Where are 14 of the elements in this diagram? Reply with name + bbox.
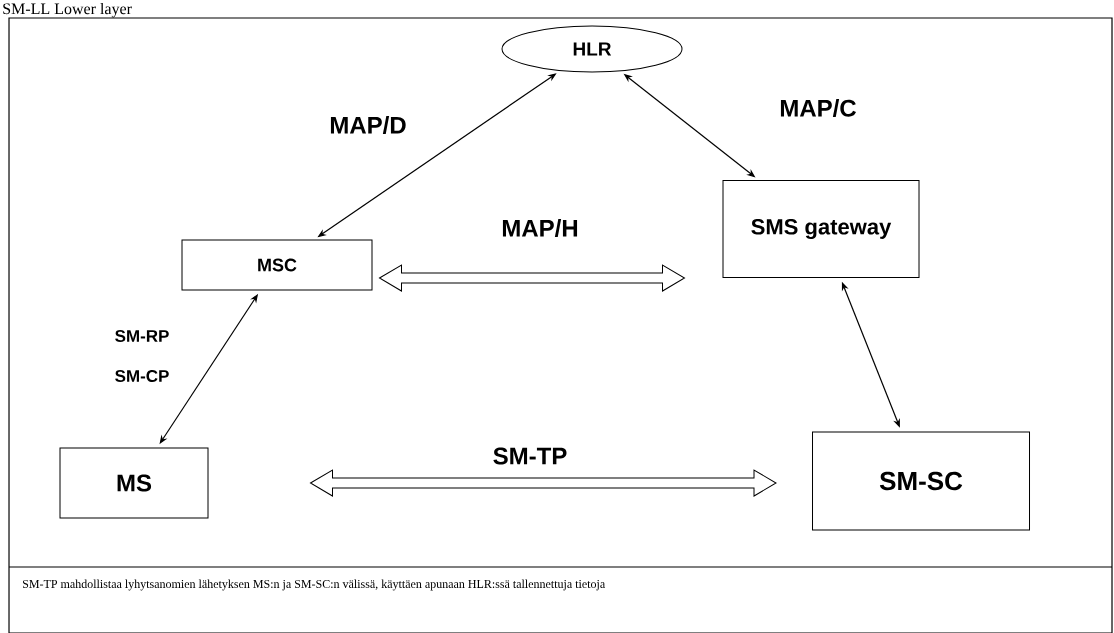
edge-label: MAP/C	[778, 98, 858, 118]
block-arrow	[379, 264, 685, 292]
network-box: MS	[59, 447, 209, 519]
network-box: SMS gateway	[722, 180, 920, 278]
edge-label: MAP/H	[500, 218, 580, 238]
protocol-label: SM-CP	[115, 370, 169, 383]
title: SM-LL Lower layer	[3, 2, 132, 18]
protocol-label: SM-RP	[115, 330, 169, 343]
network-box: SM-SC	[812, 431, 1030, 531]
edge-label: MAP/D	[328, 115, 408, 135]
block-arrow	[310, 469, 777, 497]
network-box: MSC	[181, 239, 373, 291]
edge-label: SM-TP	[491, 446, 569, 466]
caption: SM-TP mahdollistaa lyhytsanomien lähetyksen MS:n ja SM-SC:n välissä, käyttäen apunaan HLR:ssä tallennettuja tietoja	[23, 579, 605, 591]
